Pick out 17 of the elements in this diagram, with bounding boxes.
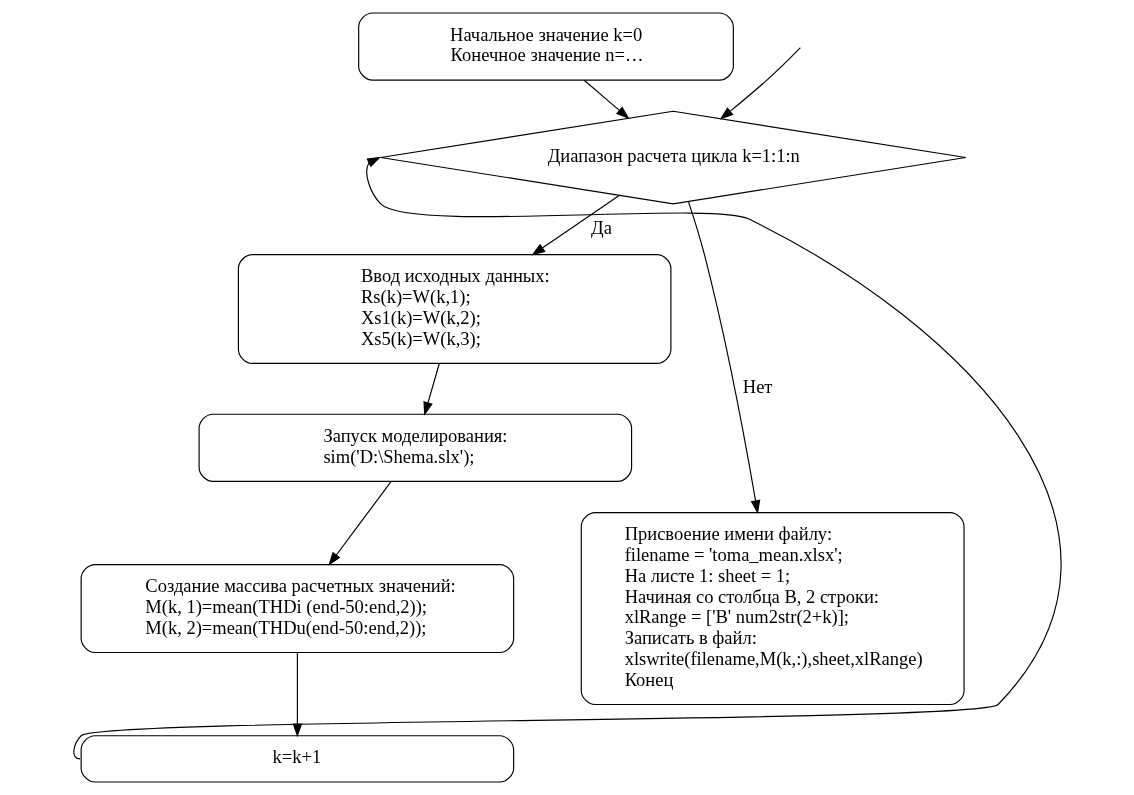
- edge-label: Да: [590, 217, 612, 238]
- node-box: Начальное значение k=0 Конечное значение n=…: [357, 12, 734, 81]
- edge-label: Нет: [742, 377, 772, 398]
- arrow: [327, 480, 392, 566]
- node-box: Запуск моделирования: sim('D:\Shema.slx');: [198, 413, 632, 482]
- arrow: [719, 47, 801, 120]
- node-box: k=k+1: [80, 735, 514, 783]
- node-box: Присвоение имени файлу: filename = 'toma_mean.xlsx'; На листе 1: sheet = 1; Начиная со столбца B, 2 строки: xlRange = ['B' num2str(2+k)]; Записать в файл: xlswrite(filename,M(k,:),sheet,xlRange) Конец: [580, 511, 965, 706]
- arrow: [72, 156, 1062, 760]
- arrow: [687, 201, 760, 515]
- node-box: Создание массива расчетных значений: M(k, 1)=mean(THDi (end-50:end,2)); M(k, 2)=mean(THDu(end-50:end,2));: [80, 564, 514, 654]
- arrow: [583, 79, 630, 120]
- node-diamond: Диапазон расчета цикла k=1:1:n: [379, 110, 966, 205]
- arrow: [422, 363, 440, 416]
- node-box: Ввод исходных данных: Rs(k)=W(k,1); Xs1(k)=W(k,2); Xs5(k)=W(k,3);: [237, 254, 671, 364]
- arrow: [530, 195, 620, 256]
- arrow: [292, 651, 302, 738]
